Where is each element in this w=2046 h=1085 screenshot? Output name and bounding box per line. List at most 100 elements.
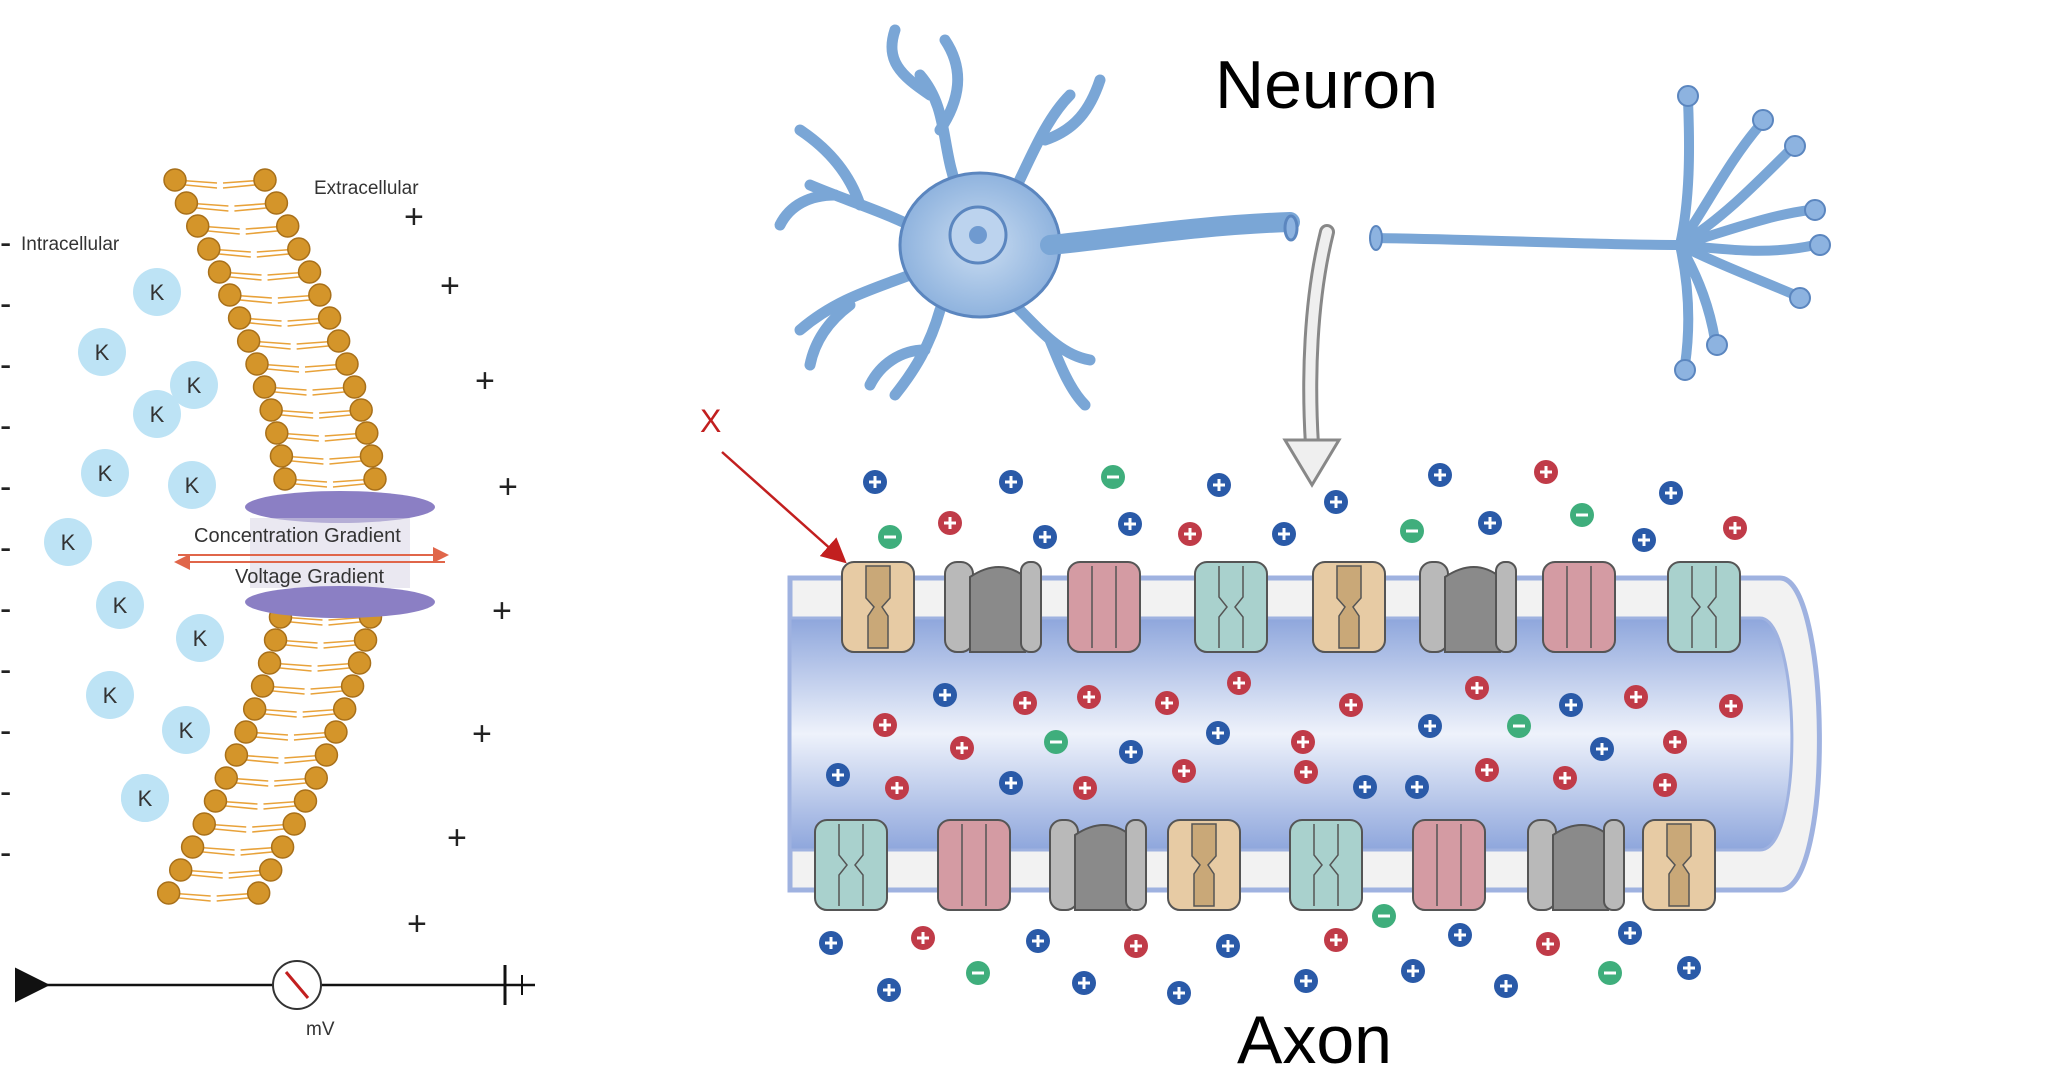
axon-terminal-icon <box>1369 85 1831 381</box>
lipid-bilayer <box>156 168 387 905</box>
potassium-ion-label: K <box>61 530 76 555</box>
lipid-head <box>207 260 232 284</box>
ion-channel-pump <box>944 561 1042 653</box>
potassium-ion-label: K <box>138 786 153 811</box>
axon-title: Axon <box>1237 1002 1392 1078</box>
lipid-head <box>314 743 339 767</box>
lipid-head <box>326 329 351 353</box>
lipid-head <box>349 398 373 422</box>
positive-charge-mark: + <box>404 198 424 236</box>
positive-ion-icon <box>1590 737 1614 761</box>
positive-charge-mark: + <box>440 267 460 305</box>
negative-ion-icon <box>1400 519 1424 543</box>
lipid-head <box>353 628 378 652</box>
lipid-head <box>304 766 328 790</box>
lipid-head <box>252 375 277 399</box>
positive-ion-icon <box>1013 691 1037 715</box>
positive-ion-icon <box>1465 676 1489 700</box>
positive-ion-icon <box>1072 971 1096 995</box>
lipid-head <box>275 214 300 238</box>
negative-ion-icon <box>1507 714 1531 738</box>
ion-channel-gated <box>1312 561 1386 653</box>
positive-ion-icon <box>1339 693 1363 717</box>
potassium-ion-label: K <box>113 593 128 618</box>
lipid-head <box>355 421 379 445</box>
pointer-label-x: X <box>700 403 721 439</box>
ion-channel-red <box>1067 561 1141 653</box>
positive-ion-icon <box>1324 928 1348 952</box>
lipid-head <box>236 329 261 353</box>
lipid-head <box>264 191 289 215</box>
potassium-ion <box>162 706 210 754</box>
lipid-head <box>270 835 295 859</box>
potassium-ion <box>176 614 224 662</box>
positive-ion-icon <box>1428 463 1452 487</box>
positive-ion-icon <box>1167 981 1191 1005</box>
ion-channel-teal <box>814 819 888 911</box>
positive-ion-icon <box>1659 481 1683 505</box>
extracellular-positive-charges: ++++++++ <box>404 198 518 943</box>
potassium-ion <box>121 774 169 822</box>
ion-channels <box>814 561 1741 911</box>
lipid-head <box>265 421 289 445</box>
membrane-panel: ----------- Intracellular Extracellular … <box>0 168 535 1040</box>
lipid-head <box>174 191 199 215</box>
positive-ion-icon <box>1033 525 1057 549</box>
neuron-title: Neuron <box>1215 47 1438 123</box>
positive-ion-icon <box>1178 522 1202 546</box>
ion-channel-teal <box>1194 561 1268 653</box>
lipid-head <box>185 214 210 238</box>
positive-ion-icon <box>863 470 887 494</box>
lipid-head <box>347 651 372 675</box>
lipid-head <box>242 697 267 721</box>
potassium-ion <box>78 328 126 376</box>
positive-ion-icon <box>1353 775 1377 799</box>
positive-ion-icon <box>1119 740 1143 764</box>
neuron-panel: Neuron <box>700 24 1831 1078</box>
positive-ion-icon <box>1155 691 1179 715</box>
voltmeter-unit-label: mV <box>306 1019 335 1040</box>
lipid-head <box>332 697 357 721</box>
positive-ion-icon <box>1448 923 1472 947</box>
positive-ion-icon <box>1653 773 1677 797</box>
lipid-head <box>224 743 249 767</box>
pointer-arrow <box>721 451 847 564</box>
lipid-head <box>259 398 283 422</box>
lipid-head <box>342 375 367 399</box>
zoom-arrow-inner <box>1305 227 1332 450</box>
positive-ion-icon <box>938 511 962 535</box>
positive-ion-icon <box>1494 974 1518 998</box>
negative-charge-mark: - <box>0 529 11 567</box>
potassium-ion-label: K <box>150 402 165 427</box>
lipid-head <box>250 674 275 698</box>
ion-channel-bottom-disc <box>245 586 435 618</box>
lipid-head <box>324 720 348 744</box>
lipid-head <box>246 881 271 905</box>
intracellular-negative-charges: ----------- <box>0 224 11 872</box>
axon-ions <box>819 460 1747 1005</box>
ion-channel-red <box>1542 561 1616 653</box>
positive-ion-icon <box>1719 694 1743 718</box>
negative-charge-mark: - <box>0 651 11 689</box>
ion-channel-red <box>937 819 1011 911</box>
negative-ion-icon <box>1044 730 1068 754</box>
potassium-ion-label: K <box>150 280 165 305</box>
lipid-head <box>258 858 283 882</box>
extracellular-label: Extracellular <box>314 178 419 199</box>
neuron-cell-body-icon <box>774 24 1300 411</box>
potassium-ion-label: K <box>193 626 208 651</box>
positive-ion-icon <box>1124 934 1148 958</box>
potassium-ion <box>44 518 92 566</box>
potassium-ion <box>133 268 181 316</box>
positive-ion-icon <box>1207 473 1231 497</box>
negative-charge-mark: - <box>0 468 11 506</box>
positive-ion-icon <box>1624 685 1648 709</box>
ion-channel-red <box>1412 819 1486 911</box>
positive-ion-icon <box>1172 759 1196 783</box>
potassium-ions: KKKKKKKKKKKKK <box>44 268 224 822</box>
lipid-head <box>203 789 228 813</box>
positive-ion-icon <box>1026 929 1050 953</box>
positive-ion-icon <box>873 713 897 737</box>
lipid-head <box>293 789 318 813</box>
lipid-head <box>282 812 306 836</box>
